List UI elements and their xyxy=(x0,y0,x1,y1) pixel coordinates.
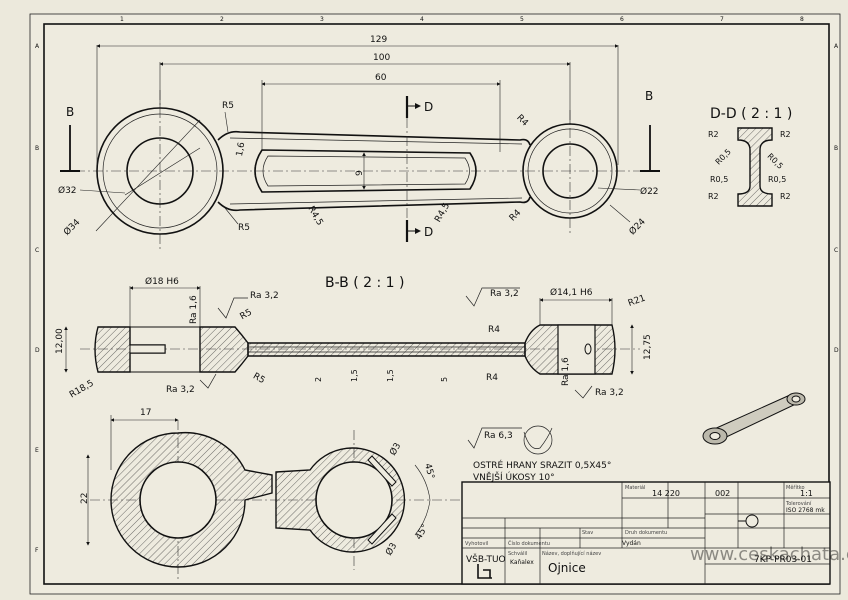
note-line-2: VNĚJŠÍ ÚKOSY 10° xyxy=(473,471,555,483)
svg-text:1,5: 1,5 xyxy=(386,369,395,382)
svg-text:Vydán: Vydán xyxy=(622,540,641,547)
svg-text:Ra 3,2: Ra 3,2 xyxy=(166,385,195,395)
svg-text:Název, doplňující název: Název, doplňující název xyxy=(542,550,601,557)
section-bb: B-B ( 2 : 1 ) Ø18 H6 Ø14,1 H6 12,00 12,7… xyxy=(55,275,653,400)
svg-text:R5: R5 xyxy=(222,101,234,111)
svg-text:R0,5: R0,5 xyxy=(710,175,728,184)
svg-text:2: 2 xyxy=(220,16,224,23)
svg-text:E: E xyxy=(35,447,39,454)
svg-text:Ra 6,3: Ra 6,3 xyxy=(484,431,513,441)
notes: Ra 6,3 OSTRÉ HRANY SRAZIT 0,5X45° VNĚJŠÍ… xyxy=(467,425,611,483)
svg-text:2: 2 xyxy=(314,377,323,382)
part-name: Ojnice xyxy=(548,561,586,575)
svg-text:Ø22: Ø22 xyxy=(640,186,659,197)
svg-text:Tolerování: Tolerování xyxy=(785,500,812,507)
svg-text:R0,5: R0,5 xyxy=(768,175,786,184)
svg-text:Vyhotovil: Vyhotovil xyxy=(465,541,488,547)
svg-text:A: A xyxy=(834,43,839,50)
svg-text:12,75: 12,75 xyxy=(643,334,653,360)
svg-text:8: 8 xyxy=(800,16,804,23)
svg-text:C: C xyxy=(834,247,838,254)
section-b-left: B xyxy=(66,105,74,119)
dim-129: 129 xyxy=(370,35,387,45)
svg-text:5: 5 xyxy=(520,16,524,23)
svg-text:D: D xyxy=(834,347,839,354)
svg-text:3: 3 xyxy=(320,16,324,23)
svg-text:6: 6 xyxy=(620,16,624,23)
svg-text:B: B xyxy=(35,145,39,152)
svg-text:Ø14,1 H6: Ø14,1 H6 xyxy=(550,287,593,298)
section-dd-title: D-D ( 2 : 1 ) xyxy=(710,106,792,122)
svg-text:Měřítko: Měřítko xyxy=(786,484,805,491)
svg-text:7: 7 xyxy=(720,16,724,23)
svg-text:F: F xyxy=(35,547,39,554)
svg-text:1,6: 1,6 xyxy=(235,141,247,157)
svg-text:A: A xyxy=(35,43,40,50)
section-b-right: B xyxy=(645,89,653,103)
svg-text:R2: R2 xyxy=(780,192,791,201)
note-line-1: OSTRÉ HRANY SRAZIT 0,5X45° xyxy=(473,459,611,471)
iso-view xyxy=(702,392,806,445)
svg-text:D: D xyxy=(424,100,433,114)
svg-text:Ra 1,6: Ra 1,6 xyxy=(189,295,199,324)
svg-text:R4: R4 xyxy=(488,325,500,335)
svg-text:C: C xyxy=(35,247,39,254)
section-bb-title: B-B ( 2 : 1 ) xyxy=(325,275,404,291)
svg-text:22: 22 xyxy=(80,493,90,504)
svg-text:9: 9 xyxy=(355,170,365,176)
svg-text:D: D xyxy=(35,347,40,354)
svg-text:1,5: 1,5 xyxy=(350,369,359,382)
svg-text:R4: R4 xyxy=(486,373,498,383)
svg-text:1: 1 xyxy=(120,16,124,23)
svg-text:4: 4 xyxy=(420,16,424,23)
svg-text:Ra 3,2: Ra 3,2 xyxy=(250,291,279,301)
inner-frame xyxy=(43,23,830,585)
svg-text:12,00: 12,00 xyxy=(55,328,65,354)
svg-text:Materiál: Materiál xyxy=(625,484,645,491)
svg-text:Číslo dokumentu: Číslo dokumentu xyxy=(508,540,550,547)
svg-text:D: D xyxy=(424,225,433,239)
scale-value: 1:1 xyxy=(800,489,813,498)
svg-text:Druh dokumentu: Druh dokumentu xyxy=(625,530,667,536)
svg-text:Ø32: Ø32 xyxy=(58,185,77,196)
svg-text:17: 17 xyxy=(140,408,151,418)
svg-text:Ø18 H6: Ø18 H6 xyxy=(145,276,179,287)
dim-60: 60 xyxy=(375,73,387,83)
svg-text:ISO 2768 mk: ISO 2768 mk xyxy=(786,507,825,514)
svg-text:R5: R5 xyxy=(238,223,250,233)
svg-text:45°: 45° xyxy=(422,462,436,480)
zone-numbers: 1 2 3 4 5 6 7 8 xyxy=(120,16,804,23)
svg-text:Stav: Stav xyxy=(582,530,593,536)
dim-100: 100 xyxy=(373,53,390,63)
svg-text:B: B xyxy=(834,145,838,152)
svg-text:R2: R2 xyxy=(708,192,719,201)
svg-text:Kaňalex: Kaňalex xyxy=(510,559,534,566)
svg-text:Ra 3,2: Ra 3,2 xyxy=(595,388,624,398)
svg-text:002: 002 xyxy=(715,489,730,498)
watermark: www.ceskachata.cz xyxy=(690,544,848,565)
svg-text:R2: R2 xyxy=(780,130,791,139)
svg-text:5: 5 xyxy=(440,377,449,382)
svg-text:Schválil: Schválil xyxy=(508,550,527,557)
bottom-view: 17 22 Ø3 Ø3 45° 45° xyxy=(80,408,460,580)
svg-text:R2: R2 xyxy=(708,130,719,139)
school-name: VŠB-TUO xyxy=(466,553,506,565)
svg-text:Ra 1,6: Ra 1,6 xyxy=(561,357,571,386)
drawing-number: 7KP-PR03-01 xyxy=(754,555,812,565)
zone-letters: A B C D E F A B C D xyxy=(35,43,839,554)
title-block: Materiál 14 220 002 Měřítko 1:1 Tolerová… xyxy=(461,481,831,585)
svg-text:Ra 3,2: Ra 3,2 xyxy=(490,289,519,299)
svg-text:14 220: 14 220 xyxy=(652,489,680,498)
